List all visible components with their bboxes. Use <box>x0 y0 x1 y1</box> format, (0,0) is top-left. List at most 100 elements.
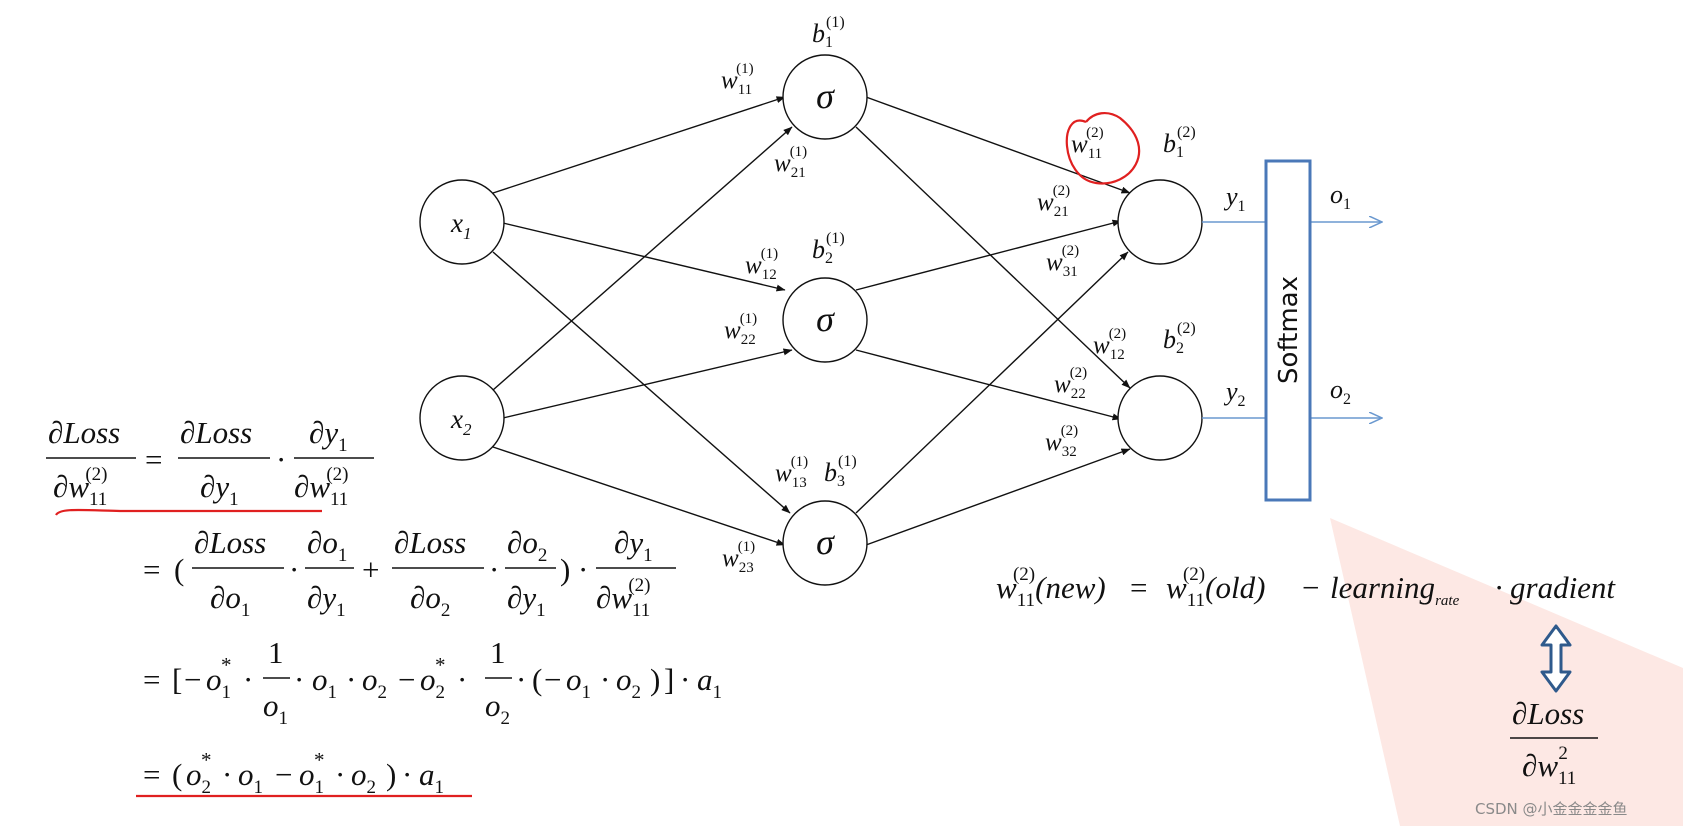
svg-text:o2: o2 <box>362 662 387 703</box>
derivation-line-1: ∂Loss ∂w11(2) = ∂Loss ∂y1 · ∂y1 ∂w11(2) <box>46 415 374 516</box>
svg-text:·: · <box>294 662 304 697</box>
svg-text:·: · <box>335 757 345 792</box>
svg-text:·: · <box>346 662 356 697</box>
softmax-box <box>1264 159 1312 502</box>
layer1-weight-labels: w11(1) w21(1) w12(1) w22(1) w13(1) w23(1… <box>721 61 808 576</box>
derivation-line-3: = [ − o1* · 1 o1 · o1 · o2 − o2* · 1 o2 … <box>143 635 722 729</box>
weight-w11-1: w11(1) <box>721 61 754 98</box>
annotation-circle <box>1065 112 1141 185</box>
svg-text:o1: o1 <box>566 662 591 703</box>
edge-h2-y2 <box>855 349 1122 421</box>
svg-text:−: − <box>544 662 561 697</box>
svg-text:=: = <box>143 757 160 792</box>
svg-text:=: = <box>145 442 162 477</box>
svg-text:=: = <box>1130 570 1147 605</box>
edge-x1-h1 <box>492 96 786 194</box>
svg-text:·: · <box>489 552 499 587</box>
svg-text:=: = <box>143 552 160 587</box>
edge-x2-h3 <box>492 446 786 546</box>
hidden-node-1 <box>782 54 868 140</box>
svg-text:∂Loss: ∂Loss <box>48 415 120 450</box>
svg-text:·: · <box>276 442 286 477</box>
derivation: ∂Loss ∂w11(2) = ∂Loss ∂y1 · ∂y1 ∂w11(2) … <box>46 415 722 798</box>
input-label-x2: x2 <box>450 404 472 439</box>
svg-text:): ) <box>560 552 570 587</box>
svg-text:∂y1: ∂y1 <box>507 580 546 621</box>
edge-h2-y1 <box>855 219 1122 291</box>
output-o2: o2 <box>1330 375 1351 408</box>
output-y1: y1 <box>1223 182 1246 215</box>
weight-w12-2: w12(2) <box>1093 326 1126 363</box>
output-node-1 <box>1117 179 1203 265</box>
hidden-node-2 <box>782 277 868 363</box>
node-labels: x1 x2 <box>450 208 472 439</box>
svg-text:o1*: o1* <box>206 653 232 703</box>
svg-text:o1: o1 <box>312 662 337 703</box>
svg-text:∂w11(2): ∂w11(2) <box>596 575 650 621</box>
weight-w21-2: w21(2) <box>1037 183 1070 220</box>
svg-text:w11(2)(old): w11(2)(old) <box>1166 564 1265 611</box>
svg-text:−: − <box>1302 570 1319 605</box>
svg-text:∂w11(2): ∂w11(2) <box>53 464 107 510</box>
layer2-connections <box>855 96 1131 546</box>
sigma-symbol-2: σ <box>816 299 835 339</box>
derivation-line-2: = ( ∂Loss ∂o1 · ∂o1 ∂y1 + ∂Loss ∂o2 · ∂o… <box>143 525 676 621</box>
svg-text:·: · <box>516 662 526 697</box>
hidden-node-3 <box>782 500 868 586</box>
output-o1: o1 <box>1330 180 1351 213</box>
svg-text:∂o1: ∂o1 <box>307 525 347 566</box>
sigma-symbol-3: σ <box>816 522 835 562</box>
svg-text:o2: o2 <box>485 688 510 729</box>
weight-w22-2: w22(2) <box>1054 365 1087 402</box>
edge-x1-h3 <box>492 251 791 514</box>
svg-text:∂y1: ∂y1 <box>309 415 348 456</box>
output-labels: y1 y2 o1 o2 <box>1223 180 1351 410</box>
double-arrow <box>1540 624 1572 693</box>
edge-x2-h2 <box>502 348 793 419</box>
svg-text:∂y1: ∂y1 <box>307 580 346 621</box>
svg-text:(: ( <box>532 662 542 697</box>
svg-text:∂y1: ∂y1 <box>200 469 239 510</box>
output-node-2 <box>1117 375 1203 461</box>
svg-text:∂o2: ∂o2 <box>507 525 547 566</box>
edge-x2-h1 <box>492 126 793 391</box>
svg-text:·: · <box>1494 570 1504 605</box>
weight-w11-2: w11(2) <box>1071 125 1104 162</box>
svg-text:∂y1: ∂y1 <box>614 525 653 566</box>
svg-text:∂Loss: ∂Loss <box>1512 696 1584 731</box>
svg-text:∂Loss: ∂Loss <box>180 415 252 450</box>
svg-text:o1: o1 <box>263 688 288 729</box>
svg-text:∂o1: ∂o1 <box>210 580 250 621</box>
weight-w23-1: w23(1) <box>722 539 755 576</box>
svg-text:−: − <box>184 662 201 697</box>
highlight-triangle <box>1330 518 1683 826</box>
bias-labels: b1(1) b2(1) b3(1) b1(2) b2(2) <box>812 14 1196 490</box>
edge-x1-h2 <box>502 222 786 292</box>
update-rule: w11(2)(new) = w11(2)(old) − learningrate… <box>996 564 1616 611</box>
svg-text:−: − <box>398 662 415 697</box>
softmax-label: Softmax <box>1274 276 1304 384</box>
watermark: CSDN @小金金金金鱼 <box>1475 800 1628 818</box>
edge-h3-y1 <box>855 251 1129 514</box>
svg-text:∂Loss: ∂Loss <box>194 525 266 560</box>
svg-text:·: · <box>680 662 690 697</box>
svg-text:∂w11(2): ∂w11(2) <box>294 464 348 510</box>
svg-text:o1*: o1* <box>299 748 325 798</box>
svg-text:·: · <box>222 757 232 792</box>
svg-text:·: · <box>289 552 299 587</box>
bias-h3: b3(1) <box>824 453 857 490</box>
output-lines <box>1202 222 1382 418</box>
svg-text:a1: a1 <box>419 757 444 798</box>
svg-text:∂Loss: ∂Loss <box>394 525 466 560</box>
bias-h1: b1(1) <box>812 14 845 51</box>
svg-text:1: 1 <box>268 635 284 670</box>
svg-text:): ) <box>386 757 396 792</box>
derivation-line-4: = ( o2* · o1 − o1* · o2 ) · a1 <box>136 748 472 798</box>
weight-w32-2: w32(2) <box>1045 423 1078 460</box>
svg-text:gradient: gradient <box>1510 570 1616 605</box>
weight-w31-2: w31(2) <box>1046 243 1079 280</box>
edge-h1-y2 <box>855 126 1131 389</box>
nodes <box>419 54 1203 586</box>
svg-text:−: − <box>275 757 292 792</box>
